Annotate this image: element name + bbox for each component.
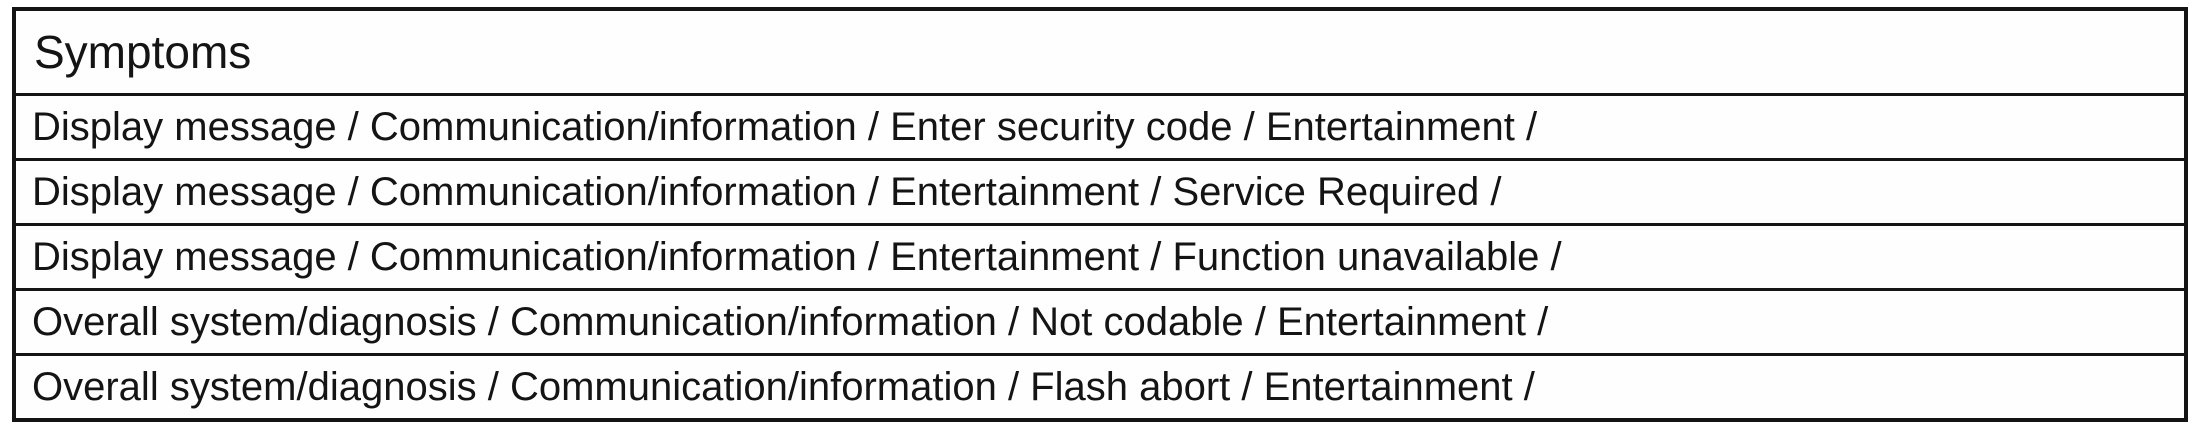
- symptom-text: Display message / Communication/informat…: [32, 235, 1562, 279]
- symptom-text: Display message / Communication/informat…: [32, 105, 1538, 149]
- symptoms-table: Symptoms Display message / Communication…: [12, 7, 2188, 422]
- table-row: Overall system/diagnosis / Communication…: [16, 288, 2184, 353]
- symptom-text: Overall system/diagnosis / Communication…: [32, 300, 1549, 344]
- table-row: Overall system/diagnosis / Communication…: [16, 353, 2184, 418]
- symptom-text: Overall system/diagnosis / Communication…: [32, 365, 1535, 409]
- table-header-row: Symptoms: [16, 11, 2184, 93]
- table-row: Display message / Communication/informat…: [16, 158, 2184, 223]
- symptom-text: Display message / Communication/informat…: [32, 170, 1502, 214]
- table-row: Display message / Communication/informat…: [16, 93, 2184, 158]
- table-header-label: Symptoms: [34, 26, 252, 78]
- table-row: Display message / Communication/informat…: [16, 223, 2184, 288]
